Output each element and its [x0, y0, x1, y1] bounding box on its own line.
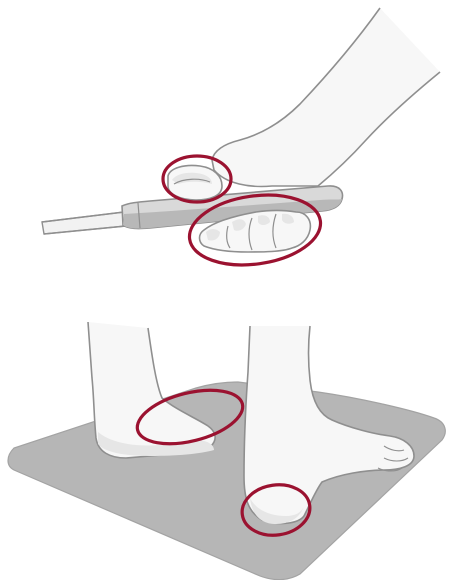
bare-feet-on-mat-icon	[8, 322, 445, 580]
mat	[8, 382, 445, 580]
thumb	[168, 165, 222, 200]
hand-on-handle-icon	[42, 8, 440, 273]
forearm	[212, 8, 440, 186]
cable	[42, 212, 126, 234]
